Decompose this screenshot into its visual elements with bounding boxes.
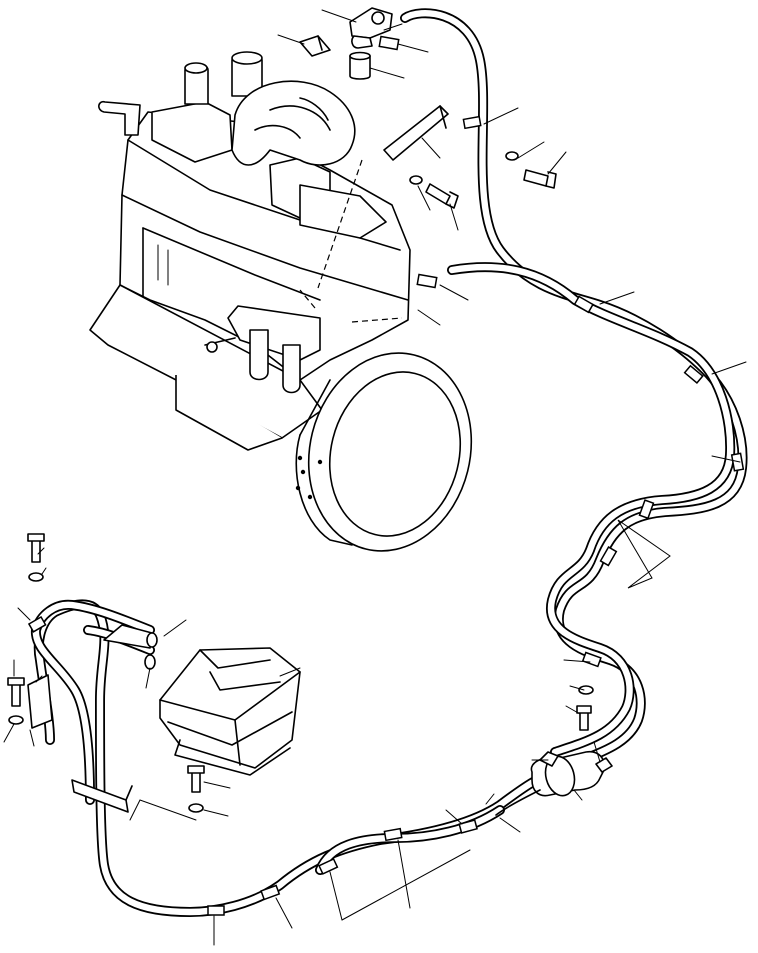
bolts xyxy=(7,169,592,793)
sensor-fitting xyxy=(299,7,393,80)
callout-leaders xyxy=(3,9,747,946)
brackets xyxy=(27,105,449,813)
fuel-filter xyxy=(495,750,613,816)
engine xyxy=(89,51,411,451)
flywheel-housing xyxy=(295,352,473,552)
hose-clamps xyxy=(27,35,745,916)
fuel-tank xyxy=(159,647,301,776)
washers xyxy=(8,151,594,813)
